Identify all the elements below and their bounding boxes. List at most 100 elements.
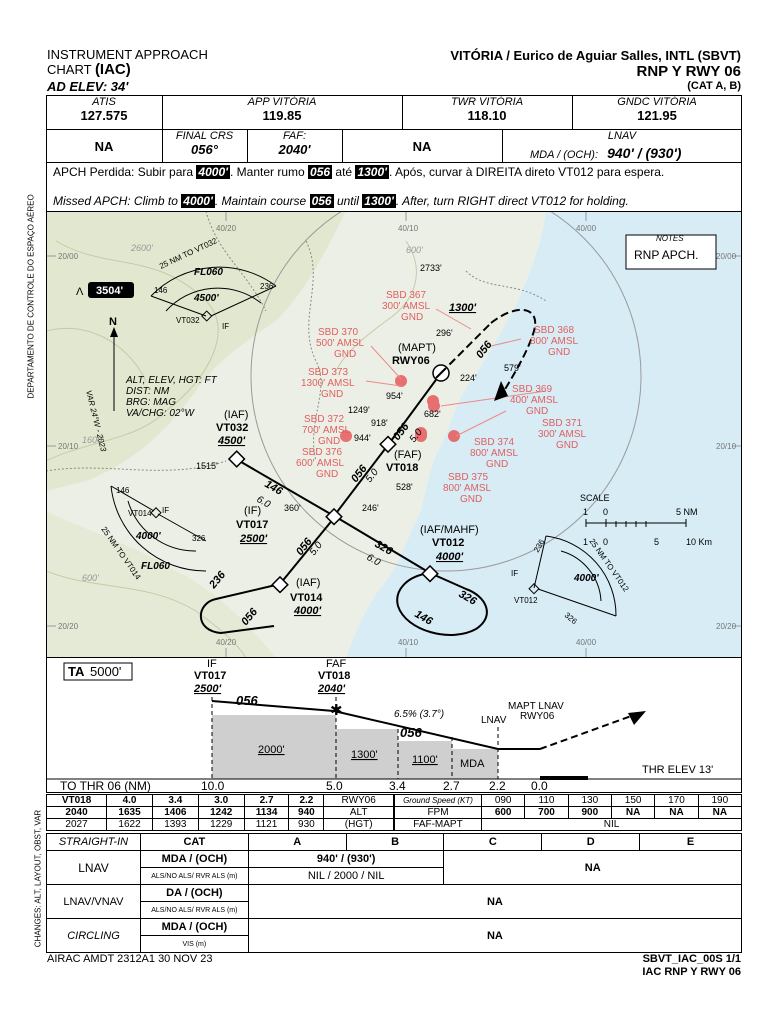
svg-text:GND: GND — [548, 347, 570, 358]
svg-text:BRG: MAG: BRG: MAG — [126, 397, 176, 408]
terrain-shade — [46, 211, 346, 491]
svg-text:GND: GND — [321, 389, 343, 400]
gndc-freq: 121.95 — [637, 108, 677, 123]
altitude-blocks — [212, 715, 498, 779]
profile-dashes — [211, 697, 499, 779]
mda-label: MDA / (OCH): — [530, 149, 599, 161]
svg-text:5: 5 — [654, 537, 659, 547]
divider — [502, 129, 503, 163]
svg-text:SBD 368: SBD 368 — [534, 325, 574, 336]
sea-area — [346, 211, 742, 658]
svg-text:246': 246' — [362, 503, 379, 513]
svg-text:1300': 1300' — [351, 749, 378, 761]
svg-text:VT017: VT017 — [194, 670, 226, 682]
svg-text:800' AMSL: 800' AMSL — [443, 483, 491, 494]
svg-text:1: 1 — [583, 537, 588, 547]
vt014-alt: 4000' — [293, 605, 321, 617]
vt017-alt: 2500' — [239, 533, 267, 545]
contours — [46, 240, 417, 658]
contour-1600: 1600' — [82, 435, 104, 445]
svg-text:GND: GND — [401, 312, 423, 323]
faf-label: FAF: — [282, 130, 306, 142]
contour-labels: 2600' 600' 1600' 600' — [82, 243, 423, 583]
table-row: CIRCLING MDA / (OCH) NA — [46, 918, 743, 953]
svg-text:1249': 1249' — [348, 405, 370, 415]
svg-text:2.7: 2.7 — [443, 779, 460, 793]
svg-text:IF: IF — [207, 658, 217, 670]
grid-label-40-00: 40/00 — [576, 224, 597, 233]
north-arrow: N — [109, 316, 118, 411]
svg-text:944': 944' — [354, 433, 371, 443]
svg-text:954': 954' — [386, 391, 403, 401]
missed-approach-path — [440, 308, 537, 397]
svg-text:SBD 372: SBD 372 — [304, 414, 344, 425]
chart-abbrev: (IAC) — [94, 61, 131, 78]
missed-arrow — [494, 381, 508, 401]
final-crs-block: FINAL CRS 056° — [162, 130, 247, 157]
svg-text:GND: GND — [334, 349, 356, 360]
twr-freq: 118.10 — [467, 108, 507, 123]
missed-approach-pt: APCH Perdida: Subir para 4000'. Manter r… — [53, 165, 665, 179]
profile-gradient: 6.5% (3.7°) — [394, 709, 444, 720]
grid-label-20-00: 20/00 — [58, 252, 79, 261]
vt018-name: VT018 — [386, 462, 418, 474]
ad-elev: AD ELEV: 34' — [47, 79, 129, 94]
atis-freq: 127.575 — [80, 108, 128, 123]
grid-label-40-20: 40/20 — [216, 224, 237, 233]
runway-bar — [540, 776, 588, 780]
profile-mapt-rwy: RWY06 — [520, 711, 555, 722]
svg-text:4000': 4000' — [135, 531, 161, 542]
faf-alt: 2040' — [278, 142, 311, 157]
notes-text: RNP APCH. — [634, 248, 698, 262]
svg-text:Λ: Λ — [76, 286, 84, 298]
svg-text:SBD 370: SBD 370 — [318, 327, 358, 338]
app-block: APP VITÓRIA 119.85 — [162, 96, 402, 123]
vt014-name: VT014 — [290, 592, 323, 604]
vt014-tag: (IAF) — [296, 577, 320, 589]
svg-text:800' AMSL: 800' AMSL — [470, 448, 518, 459]
svg-text:FL060: FL060 — [194, 267, 223, 278]
mda-value: 940' / (930') — [607, 145, 682, 161]
svg-text:2.2: 2.2 — [489, 779, 506, 793]
svg-text:1100': 1100' — [412, 754, 438, 766]
approach-legs — [235, 372, 442, 585]
svg-text:1: 1 — [583, 507, 588, 517]
grid-label-40-10: 40/10 — [398, 224, 419, 233]
svg-text:056: 056 — [236, 693, 258, 708]
minima-table: STRAIGHT-IN CAT A B C D E LNAV MDA / (OC… — [46, 833, 743, 953]
svg-text:SBD 376: SBD 376 — [302, 447, 342, 458]
svg-text:146: 146 — [154, 286, 168, 295]
svg-text:SBD 367: SBD 367 — [386, 290, 426, 301]
svg-text:SBD 369: SBD 369 — [512, 384, 552, 395]
holding-patterns — [199, 572, 488, 636]
svg-text:GND: GND — [486, 459, 508, 470]
svg-text:DIST: NM: DIST: NM — [126, 386, 170, 397]
svg-text:VT012: VT012 — [514, 596, 538, 605]
chart-type-line1: INSTRUMENT APPROACH — [47, 47, 208, 62]
terrain-shade-south — [46, 511, 276, 658]
ten-nm-ring — [250, 211, 642, 572]
highest-value: 3504' — [96, 285, 123, 297]
final-crs-label: FINAL CRS — [175, 130, 234, 142]
divider — [402, 95, 403, 130]
grid-label-20-20: 20/20 — [58, 622, 79, 631]
plan-view: 40/20 40/10 40/00 40/20 40/10 40/00 20/0… — [46, 211, 742, 658]
svg-text:SBD 375: SBD 375 — [448, 472, 488, 483]
atis-label: ATIS — [92, 96, 116, 108]
svg-text:528': 528' — [396, 482, 413, 492]
fix-labels: (IAF) VT032 4500' (IF) VT017 2500' (FAF)… — [216, 302, 479, 617]
svg-text:SBD 374: SBD 374 — [474, 437, 514, 448]
divider — [342, 129, 343, 163]
missed-approach-en: Missed APCH: Climb to 4000'. Maintain co… — [53, 194, 629, 208]
notes-box: NOTES RNP APCH. — [625, 234, 717, 270]
profile-border — [46, 657, 742, 793]
svg-text:400' AMSL: 400' AMSL — [510, 395, 558, 406]
grid-label-40-10-b: 40/10 — [398, 638, 419, 647]
thr-elev: THR ELEV 13' — [642, 764, 713, 776]
category: (CAT A, B) — [687, 80, 741, 92]
